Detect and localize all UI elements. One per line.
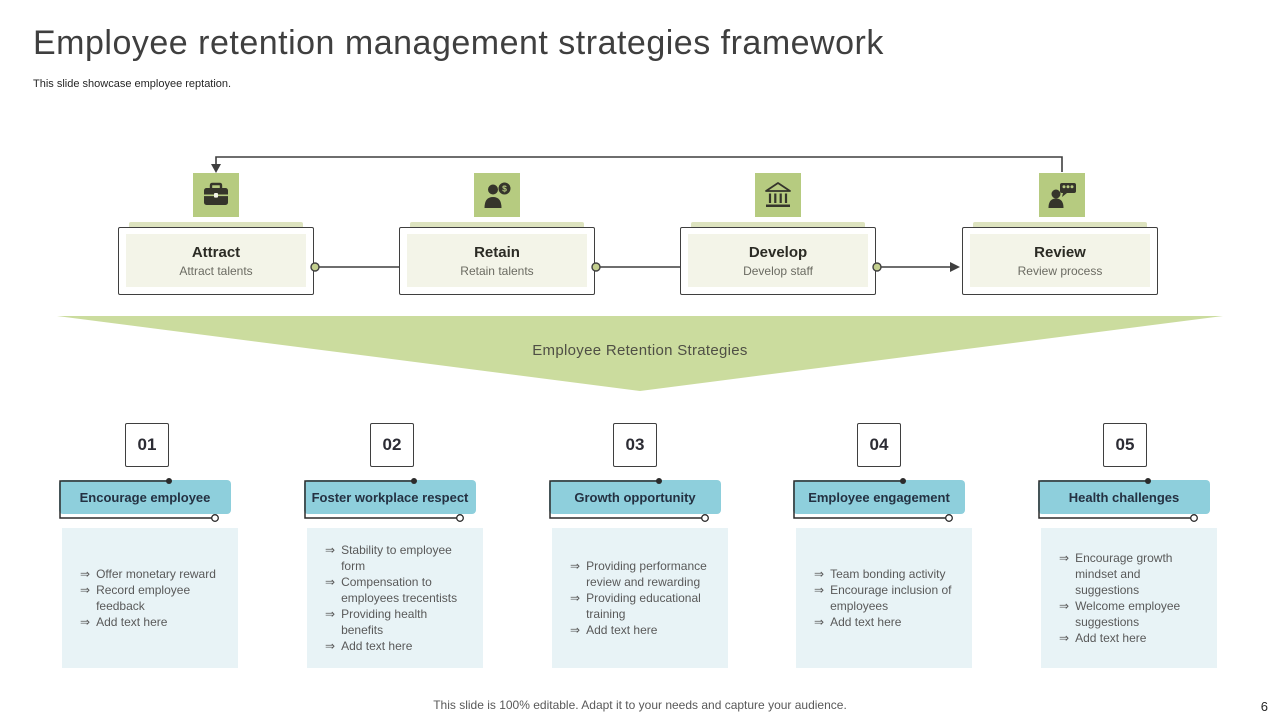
arrow-bullet: ⇒ <box>325 639 336 653</box>
arrow-bullet: ⇒ <box>814 615 825 629</box>
arrow-bullet: ⇒ <box>80 615 91 629</box>
list-item: Record employee feedback <box>96 583 191 613</box>
arrow-bullet: ⇒ <box>1059 551 1070 565</box>
strategy-header: Foster workplace respect <box>304 480 476 514</box>
funnel-label: Employee Retention Strategies <box>532 342 748 359</box>
person-dollar-icon: $ <box>484 182 511 208</box>
stage-develop: Develop Develop staff <box>680 222 876 295</box>
stage-review: Review Review process <box>962 222 1158 295</box>
strategy-list: ⇒ Stability to employee form ⇒ Compensatio… <box>307 528 483 668</box>
strategy-number: 04 <box>857 423 901 467</box>
stage-retain: Retain Retain talents <box>399 222 595 295</box>
arrow-bullet: ⇒ <box>80 583 91 597</box>
person-feedback-icon <box>1048 183 1076 208</box>
stage-icon-square <box>193 173 239 217</box>
arrow-bullet: ⇒ <box>570 591 581 605</box>
arrow-bullet: ⇒ <box>1059 631 1070 645</box>
footer-note: This slide is 100% editable. Adapt it to… <box>433 698 847 712</box>
stage-subtitle: Develop staff <box>743 263 813 278</box>
list-item: Team bonding activity <box>830 567 946 581</box>
strategy-header: Encourage employee <box>59 480 231 514</box>
stage-icon-square: $ <box>474 173 520 217</box>
strategy-list: ⇒ Providing performance review and reward… <box>552 528 728 668</box>
list-item: Welcome employee suggestions <box>1075 599 1181 629</box>
list-item: Add text here <box>830 615 902 629</box>
strategy-header: Growth opportunity <box>549 480 721 514</box>
page-subtitle: This slide showcase employee reptation. <box>33 78 232 90</box>
svg-text:$: $ <box>502 184 507 194</box>
list-item: Stability to employee form <box>341 543 452 573</box>
funnel-triangle <box>57 316 1223 391</box>
stage-icon-square <box>755 173 801 217</box>
strategy-list: ⇒ Offer monetary reward ⇒ Record employee … <box>62 528 238 668</box>
stage-title: Retain <box>474 243 520 261</box>
strategy-number: 05 <box>1103 423 1147 467</box>
arrow-bullet: ⇒ <box>570 623 581 637</box>
arrow-bullet: ⇒ <box>80 567 91 581</box>
stage-icon-square <box>1039 173 1085 217</box>
list-item: Compensation to employees trecentists <box>341 575 458 605</box>
strategy-header: Employee engagement <box>793 480 965 514</box>
strategy-list: ⇒ Team bonding activity ⇒ Encourage inclus… <box>796 528 972 668</box>
list-item: Add text here <box>341 639 413 653</box>
strategy-list: ⇒ Encourage growth mindset and suggestion… <box>1041 528 1217 668</box>
stage-title: Review <box>1034 243 1086 261</box>
stage-title: Develop <box>748 243 808 261</box>
bank-icon <box>765 182 791 207</box>
arrow-bullet: ⇒ <box>325 543 336 557</box>
arrow-bullet: ⇒ <box>814 567 825 581</box>
stage-subtitle: Attract talents <box>179 263 253 278</box>
list-item: Add text here <box>1075 631 1147 645</box>
strategy-header: Health challenges <box>1038 480 1210 514</box>
page-number: 6 <box>1260 699 1268 714</box>
strategy-number: 02 <box>370 423 414 467</box>
list-item: Encourage growth mindset and suggestions <box>1075 551 1173 597</box>
bracket-open-circles <box>211 514 1198 522</box>
stage-subtitle: Retain talents <box>460 263 534 278</box>
arrow-bullet: ⇒ <box>570 559 581 573</box>
stage-title: Attract <box>191 243 241 261</box>
strategy-number: 03 <box>613 423 657 467</box>
stage-subtitle: Review process <box>1017 263 1103 278</box>
list-item: Providing performance review and rewardi… <box>586 559 707 589</box>
list-item: Providing health benefits <box>341 607 428 637</box>
page-title: Employee retention management strategies… <box>33 24 884 62</box>
list-item: Add text here <box>96 615 168 629</box>
arrow-bullet: ⇒ <box>325 575 336 589</box>
arrow-bullet: ⇒ <box>814 583 825 597</box>
arrow-bullet: ⇒ <box>325 607 336 621</box>
briefcase-icon <box>204 182 228 205</box>
arrow-bullet: ⇒ <box>1059 599 1070 613</box>
list-item: Add text here <box>586 623 658 637</box>
strategy-number: 01 <box>125 423 169 467</box>
list-item: Offer monetary reward <box>96 567 216 581</box>
list-item: Providing educational training <box>586 591 701 621</box>
list-item: Encourage inclusion of employees <box>830 583 952 613</box>
